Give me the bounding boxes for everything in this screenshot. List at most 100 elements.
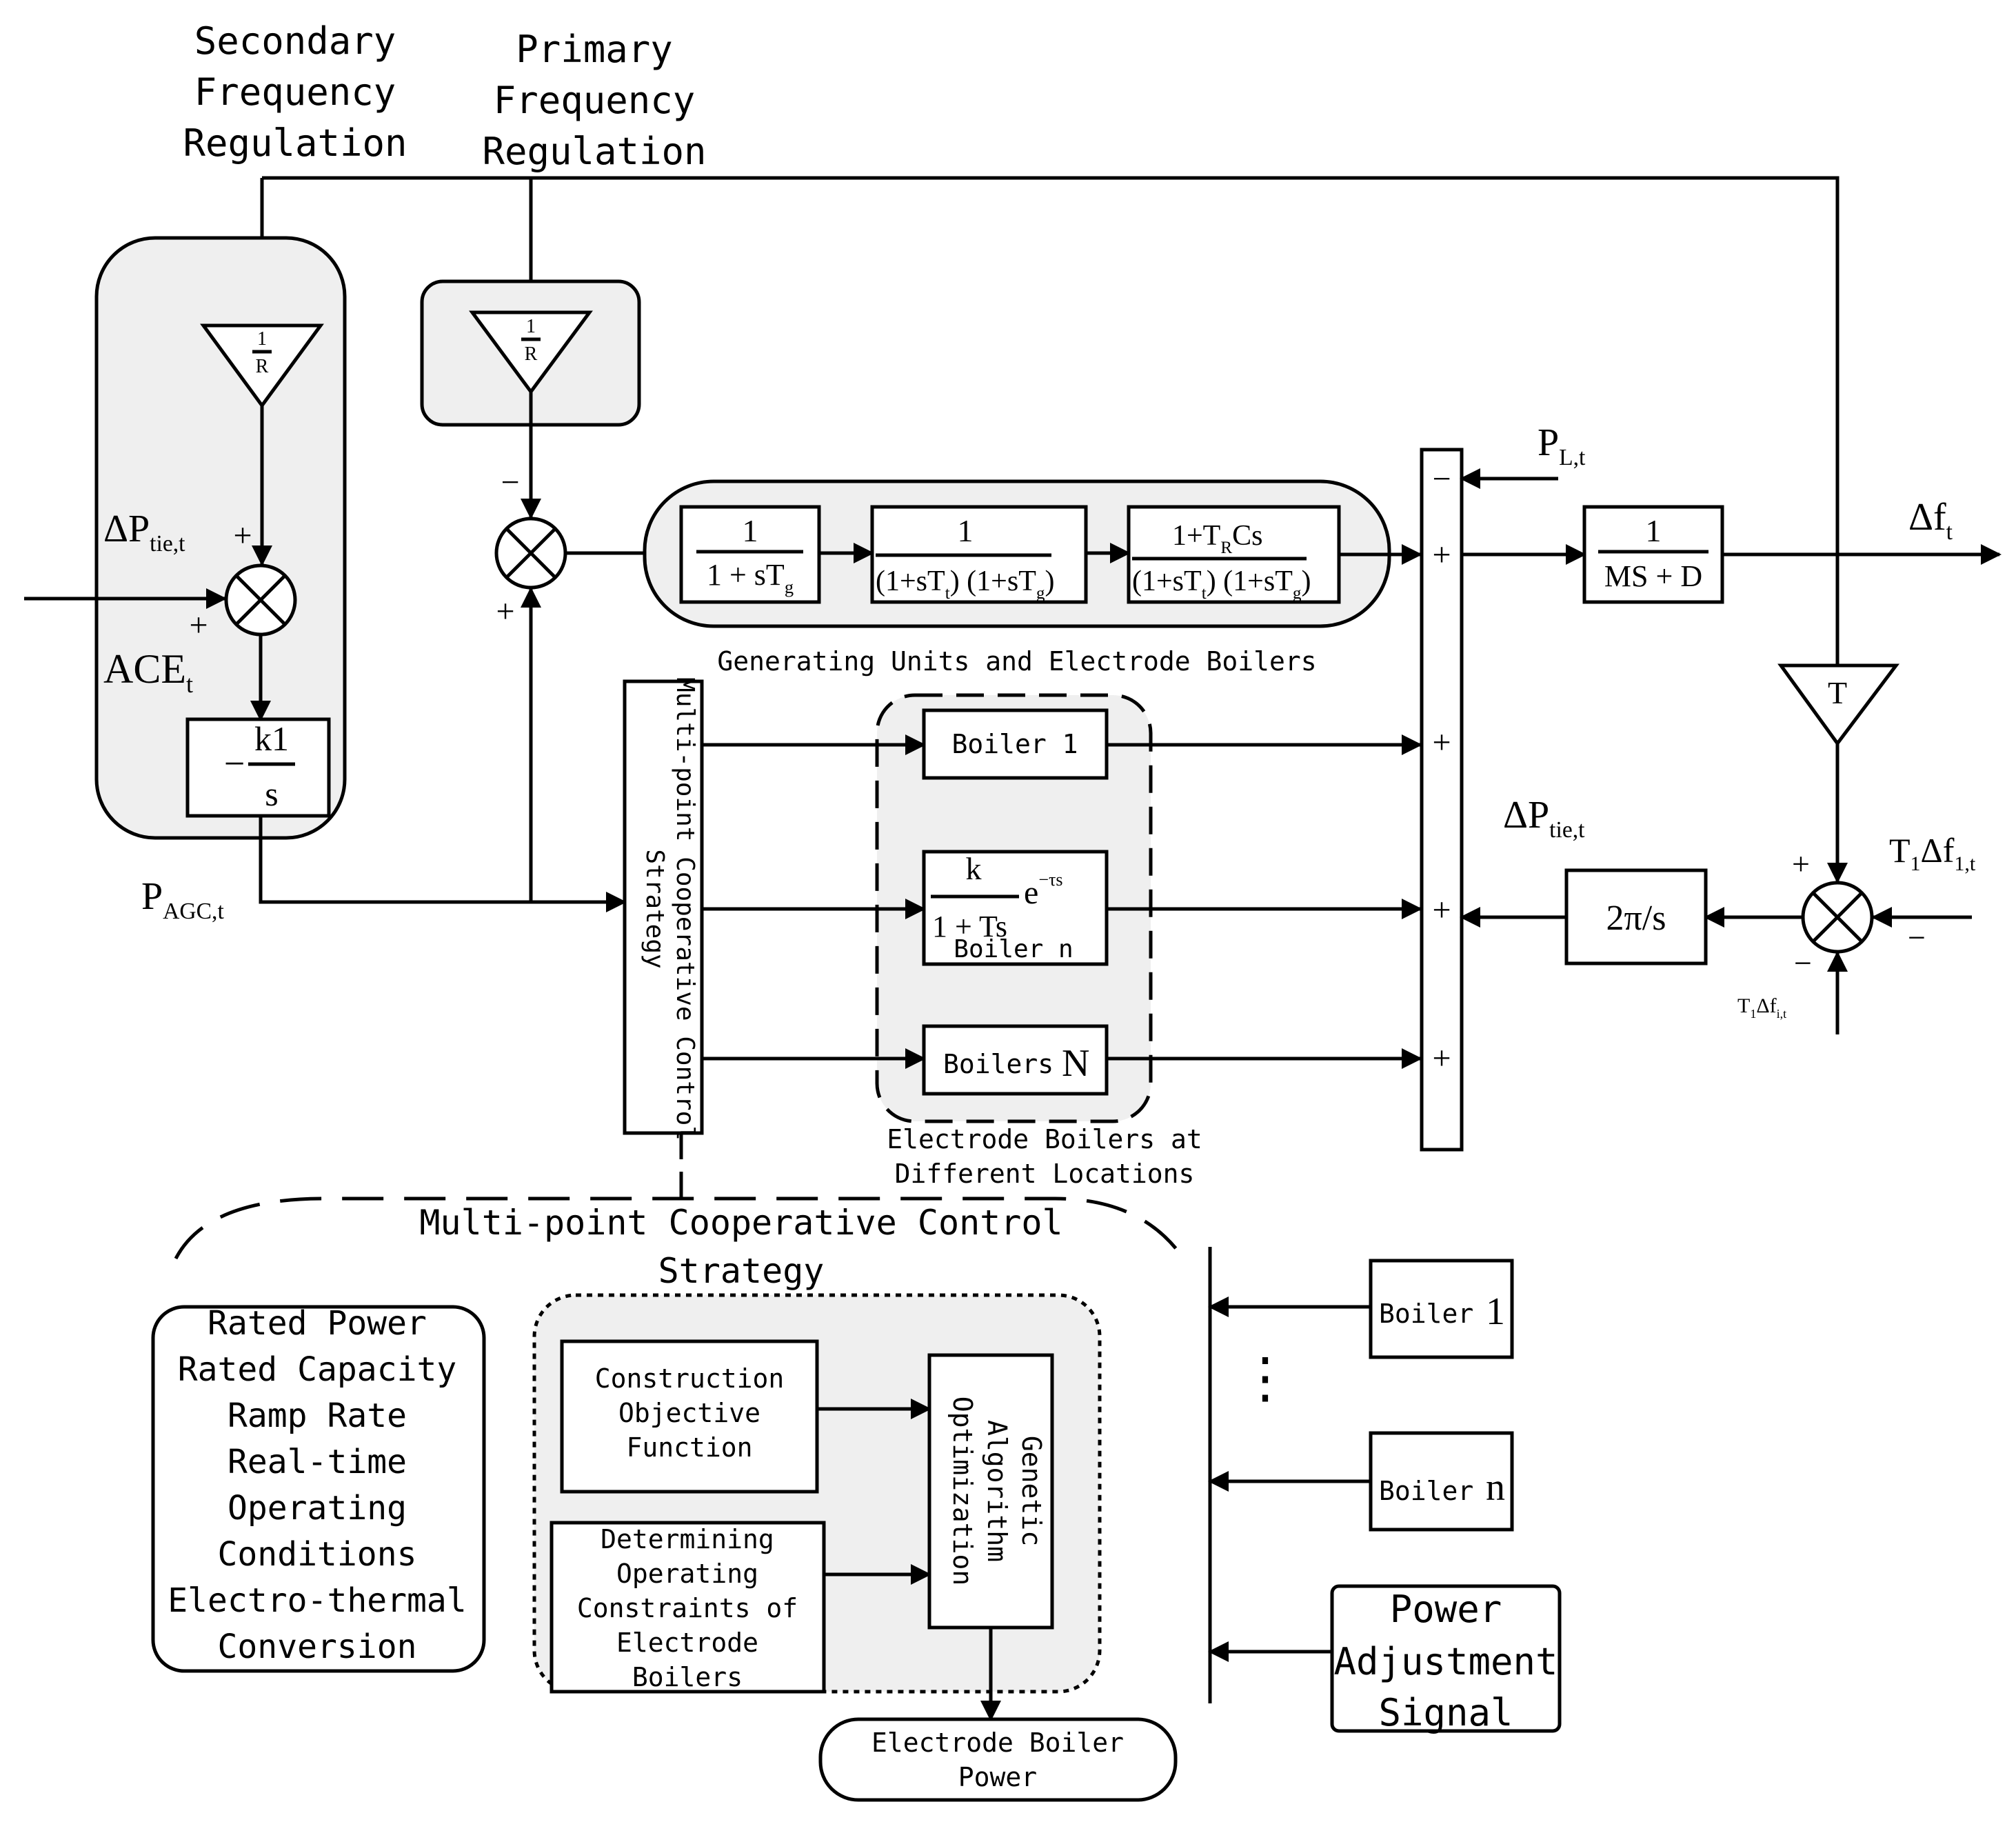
mpcc-detail-title: Multi-point Cooperative Control Strategy (419, 1203, 1062, 1291)
svg-text:Frequency: Frequency (194, 70, 396, 114)
continuation-dots: ⋮ (1238, 1348, 1293, 1409)
governor-block (679, 505, 821, 604)
determining-constraints-label: Determining Operating Constraints of Ele… (577, 1524, 798, 1692)
determining-constraints-box (550, 1521, 826, 1694)
boilers-N-label: Boilers (943, 1049, 1054, 1079)
electrode-boilers-caption: Electrode Boilers at Different Locations (887, 1124, 1202, 1189)
frequency-feedback-line (262, 176, 1839, 665)
primary-frequency-regulation-label: Primary Frequency Regulation (482, 28, 706, 173)
primary-gain-r: R (525, 343, 538, 365)
electrode-boiler-power-box (818, 1717, 1178, 1802)
svg-text:Regulation: Regulation (482, 130, 706, 173)
svg-text:Conditions: Conditions (218, 1535, 417, 1574)
construction-objective-box (560, 1339, 819, 1494)
tie-gain-label: T (1828, 675, 1847, 710)
inertia-block (1582, 505, 1724, 604)
bus-sign-plus-bN: + (1432, 1040, 1451, 1077)
p-agc-label: PAGC,t (141, 875, 224, 924)
power-adjustment-label: Power Adjustment Signal (1333, 1588, 1558, 1734)
boilers-N-letter: N (1062, 1042, 1089, 1085)
boilers-N-block (922, 1024, 1109, 1096)
secondary-gain-r: R (256, 356, 269, 377)
svg-text:Signal: Signal (1378, 1691, 1513, 1734)
boiler-n-denominator: 1 + Ts (932, 910, 1007, 943)
svg-text:Boilers: Boilers (632, 1662, 743, 1692)
bus-sign-plus-bn: + (1432, 892, 1451, 928)
secondary-sum-cross-b (235, 574, 286, 625)
svg-text:Power: Power (958, 1762, 1037, 1792)
tie-sum-minus-bottom: − (1794, 945, 1812, 981)
svg-text:Conversion: Conversion (218, 1628, 417, 1666)
right-boiler-1-box (1369, 1259, 1514, 1359)
t1-dfi-label: T1Δfi,t (1737, 994, 1786, 1021)
parameters-box (151, 1305, 486, 1673)
boiler-1-label: Boiler 1 (951, 729, 1078, 759)
mpcc-block-label: Multi-point Cooperative Control Strategy (641, 677, 699, 1141)
parameters-list: Rated Power Rated Capacity Ramp Rate Rea… (168, 1304, 466, 1666)
integrator-s: s (265, 774, 278, 813)
primary-sum-minus: − (501, 464, 519, 501)
svg-text:Strategy: Strategy (658, 1251, 825, 1291)
bus-sign-plus-b1: + (1432, 724, 1451, 761)
svg-text:Regulation: Regulation (183, 121, 407, 165)
p-agc-line (259, 816, 627, 912)
right-boiler-n-letter: n (1486, 1466, 1505, 1509)
svg-text:Strategy: Strategy (641, 849, 669, 968)
secondary-sum-plus-top: + (233, 517, 252, 554)
boiler-n-label: Boiler n (954, 935, 1073, 963)
turbine-denominator: (1+sTt) (1+sTg) (876, 565, 1054, 603)
right-boiler-1-number: 1 (1486, 1290, 1505, 1333)
delta-p-tie-label: ΔPtie,t (103, 508, 185, 557)
integrator-block (185, 717, 331, 818)
secondary-regulation-group (94, 236, 347, 840)
primary-sum-cross-b (505, 528, 556, 579)
inertia-numerator: 1 (1646, 513, 1662, 548)
svg-text:Determining: Determining (601, 1524, 774, 1554)
construction-objective-label: Construction Objective Function (595, 1363, 785, 1463)
svg-text:Electro-thermal: Electro-thermal (168, 1581, 466, 1620)
turbine-numerator: 1 (958, 513, 974, 548)
svg-text:Objective: Objective (618, 1398, 760, 1428)
genetic-algorithm-box (927, 1353, 1054, 1630)
governor-denominator: 1 + sTg (707, 558, 794, 597)
svg-text:Ramp Rate: Ramp Rate (228, 1396, 407, 1435)
summation-bus (1420, 448, 1464, 1152)
secondary-gain-one: 1 (257, 328, 267, 350)
tie-sum-minus-right: − (1908, 920, 1926, 955)
svg-text:Real-time: Real-time (228, 1443, 407, 1481)
primary-gain-triangle (469, 310, 593, 395)
tie-sum-cross-b (1812, 892, 1863, 943)
svg-text:Constraints of: Constraints of (577, 1593, 798, 1623)
svg-text:Genetic: Genetic (1016, 1436, 1047, 1546)
svg-text:Operating: Operating (228, 1489, 407, 1528)
inertia-denominator: MS + D (1604, 559, 1702, 593)
reheat-numerator: 1+TRCs (1172, 520, 1263, 557)
t1-df1-label: T1Δf1,t (1889, 831, 1976, 875)
svg-text:Optimization: Optimization (947, 1396, 978, 1586)
tie-delta-p-label: ΔPtie,t (1503, 794, 1585, 843)
right-boiler-n-label: Boiler (1379, 1476, 1473, 1506)
bus-sign-minus: − (1432, 461, 1451, 497)
tie-sum-plus: + (1792, 846, 1810, 881)
genetic-algorithm-label: Genetic Algorithm Optimization (947, 1396, 1047, 1586)
delta-f-label: Δft (1908, 496, 1953, 545)
tie-integrator-label: 2π/s (1606, 899, 1666, 938)
p-load-label: PL,t (1538, 421, 1586, 470)
svg-text:Electrode: Electrode (616, 1628, 758, 1658)
svg-text:Electrode Boiler: Electrode Boiler (871, 1728, 1124, 1758)
svg-text:Primary: Primary (516, 28, 673, 71)
ace-label: ACEt (103, 646, 193, 698)
reheat-block (1127, 505, 1341, 604)
svg-text:Adjustment: Adjustment (1333, 1640, 1558, 1683)
generating-units-caption: Generating Units and Electrode Boilers (717, 646, 1316, 677)
svg-text:Operating: Operating (616, 1559, 758, 1589)
svg-text:Frequency: Frequency (494, 79, 696, 122)
electrode-boiler-power-label: Electrode Boiler Power (871, 1728, 1124, 1792)
tie-gain-triangle (1777, 663, 1900, 747)
svg-text:Rated Capacity: Rated Capacity (178, 1350, 457, 1389)
boiler-n-delay: e−τs (1024, 870, 1063, 911)
svg-text:Rated Power: Rated Power (208, 1304, 427, 1343)
integrator-k1: k1 (254, 719, 289, 758)
reheat-denominator: (1+sTt) (1+sTg) (1132, 565, 1311, 603)
